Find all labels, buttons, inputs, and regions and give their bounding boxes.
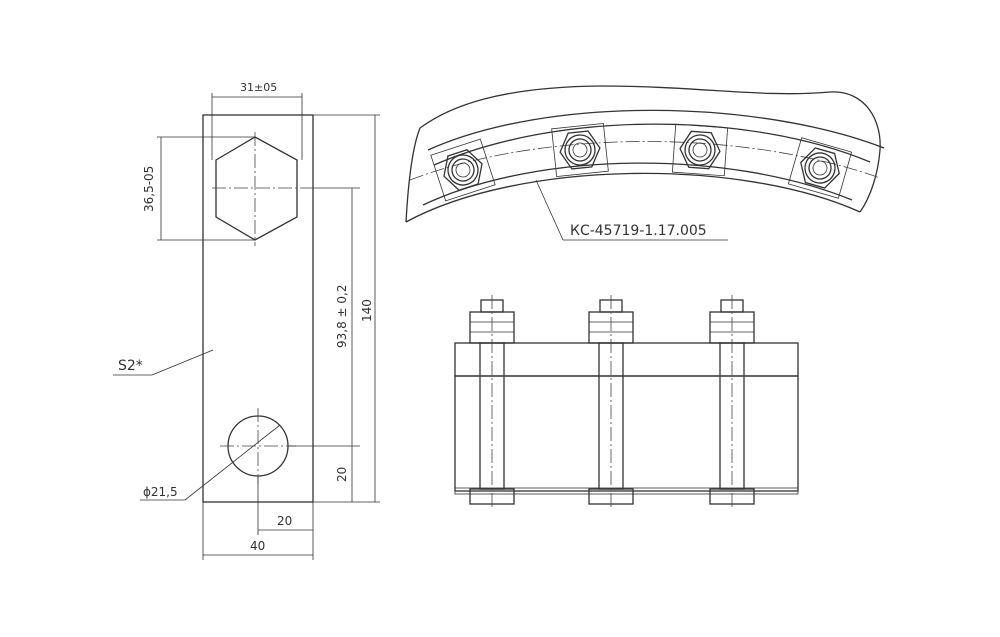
ring-nut-3 [671,123,729,177]
ring-nut-4 [787,137,853,199]
section-view [454,295,799,510]
dim-width: 40 [250,539,265,553]
dim-hex-width: 31±05 [240,81,277,94]
body-section [454,375,799,492]
hex-head-outline [215,136,298,241]
bolt-1 [469,295,515,510]
dim-hex-height: 36,5-05 [142,166,156,212]
bolt-2 [588,295,634,510]
hole-diameter-leader [184,424,281,501]
top-flange-section [454,342,799,377]
ring-view: КС-45719-1.17.005 [405,85,885,241]
bolt-3 [709,295,755,510]
surface-mark: S2* [118,358,143,374]
dim-length: 140 [360,299,374,322]
dim-hole-center: 93,8 ± 0,2 [335,285,349,349]
ring-centerline [409,141,881,181]
ring-outer-contour [419,85,881,213]
dim-hole-bottom: 20 [335,467,349,482]
surface-mark-leader [151,349,214,376]
ring-nut-2 [551,122,609,178]
ring-nut-1 [430,138,496,202]
plate-view: 31±05 36,5-05 93,8 ± 0,2 140 20 20 40 ϕ2… [113,81,380,560]
callout-label: КС-45719-1.17.005 [570,223,707,239]
hole-diameter-label: ϕ21,5 [143,485,178,499]
bottom-gasket [454,487,799,495]
callout-leader [535,179,564,241]
dim-hole-side: 20 [277,514,292,528]
